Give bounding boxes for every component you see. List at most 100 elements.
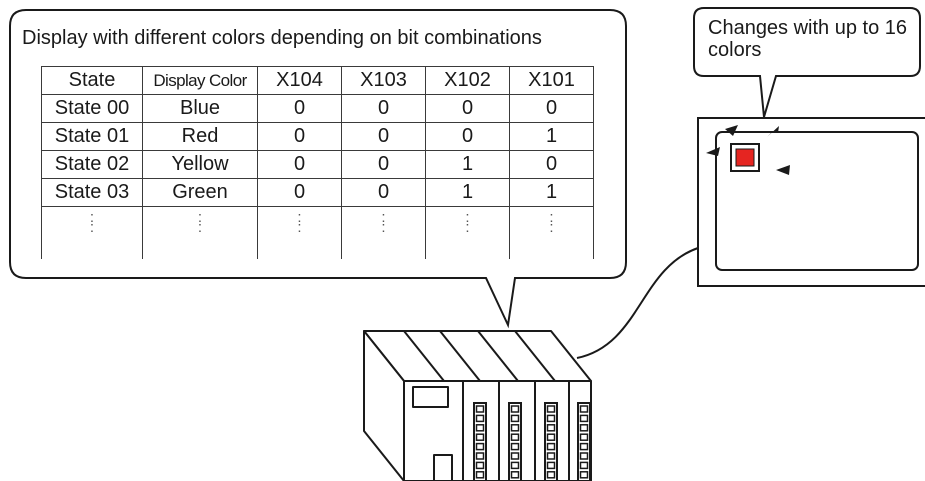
terminal-screw [546, 405, 556, 413]
right-callout-text: Changes with up to 16 colors [708, 17, 908, 61]
terminal-screw [510, 414, 520, 423]
table-cell-x101: 0 [509, 94, 594, 123]
terminal-screw [510, 452, 520, 460]
continuation-dots: : [89, 209, 95, 226]
right-speech-bubble [693, 7, 921, 118]
terminal-screw [475, 424, 485, 432]
table-cell-x103: 0 [341, 150, 426, 179]
terminal-screw [475, 461, 485, 470]
continuation-dots: : [297, 209, 302, 226]
table-header-display-color: Display Color [142, 66, 258, 95]
terminal-screw [546, 424, 556, 432]
arrow-pointer-icon [776, 165, 790, 175]
arrow-pointer-icon [725, 125, 738, 136]
terminal-screw [475, 442, 485, 451]
terminal-screw [579, 461, 589, 470]
table-continuation-cell: :: [41, 206, 143, 259]
table-continuation-cell: :: [425, 206, 510, 259]
table-header-x103: X103 [341, 66, 426, 95]
table-cell-x102: 1 [425, 178, 510, 207]
terminal-block [508, 402, 522, 481]
table-continuation-row: :::::::::::: [41, 206, 594, 259]
display-panel-screen [715, 131, 919, 271]
continuation-dots: : [465, 219, 470, 236]
plc-rack-icon [363, 330, 592, 481]
terminal-screw [475, 452, 485, 460]
table-cell-x103: 0 [341, 122, 426, 151]
terminal-screw [579, 442, 589, 451]
terminal-screw [579, 452, 589, 460]
terminal-block [473, 402, 487, 481]
table-cell-display-color: Red [142, 122, 258, 151]
continuation-dots: : [297, 219, 302, 236]
continuation-dots: : [89, 219, 95, 236]
connection-cable [576, 247, 699, 359]
table-cell-display-color: Green [142, 178, 258, 207]
table-continuation-cell: :: [142, 206, 258, 259]
terminal-block [544, 402, 558, 481]
terminal-screw [475, 414, 485, 423]
table-continuation-cell: :: [341, 206, 426, 259]
continuation-dots: : [549, 219, 554, 236]
table-cell-x104: 0 [257, 94, 342, 123]
table-cell-x103: 0 [341, 94, 426, 123]
terminal-screw [579, 424, 589, 432]
terminal-screw [546, 461, 556, 470]
table-cell-x104: 0 [257, 122, 342, 151]
table-header-x104: X104 [257, 66, 342, 95]
terminal-screw [546, 452, 556, 460]
bit-combination-table: State Display Color X104 X103 X102 X101 … [41, 66, 594, 259]
left-callout-title: Display with different colors depending … [22, 27, 542, 49]
terminal-screw [510, 442, 520, 451]
terminal-screw [546, 414, 556, 423]
table-cell-state: State 03 [41, 178, 143, 207]
table-cell-state: State 02 [41, 150, 143, 179]
terminal-screw [510, 471, 520, 479]
terminal-screw [510, 433, 520, 441]
terminal-screw [579, 405, 589, 413]
table-cell-x103: 0 [341, 178, 426, 207]
table-cell-x102: 0 [425, 94, 510, 123]
table-continuation-cell: :: [257, 206, 342, 259]
arrow-pointer-icon [767, 126, 779, 137]
continuation-dots: : [465, 209, 470, 226]
terminal-screw [475, 405, 485, 413]
table-header-x102: X102 [425, 66, 510, 95]
plc-io-terminals [473, 402, 591, 481]
continuation-dots: : [549, 209, 554, 226]
table-cell-x104: 0 [257, 150, 342, 179]
terminal-screw [510, 405, 520, 413]
continuation-dots: : [197, 219, 203, 236]
table-cell-x104: 0 [257, 178, 342, 207]
terminal-screw [475, 433, 485, 441]
terminal-screw [546, 433, 556, 441]
table-cell-x102: 0 [425, 122, 510, 151]
table-cell-state: State 01 [41, 122, 143, 151]
table-cell-x101: 1 [509, 178, 594, 207]
terminal-screw [546, 471, 556, 479]
continuation-dots: : [381, 219, 386, 236]
terminal-screw [546, 442, 556, 451]
table-header-state: State [41, 66, 143, 95]
table-cell-state: State 00 [41, 94, 143, 123]
terminal-screw [579, 471, 589, 479]
table-cell-x101: 1 [509, 122, 594, 151]
terminal-screw [579, 414, 589, 423]
terminal-screw [475, 471, 485, 479]
arrow-pointer-icon [706, 147, 720, 156]
terminal-screw [579, 433, 589, 441]
terminal-screw [510, 424, 520, 432]
table-continuation-cell: :: [509, 206, 594, 259]
terminal-screw [510, 461, 520, 470]
table-header-x101: X101 [509, 66, 594, 95]
continuation-dots: : [381, 209, 386, 226]
table-cell-x101: 0 [509, 150, 594, 179]
terminal-block [577, 402, 591, 481]
display-lamp [735, 148, 755, 167]
table-cell-display-color: Blue [142, 94, 258, 123]
table-cell-x102: 1 [425, 150, 510, 179]
